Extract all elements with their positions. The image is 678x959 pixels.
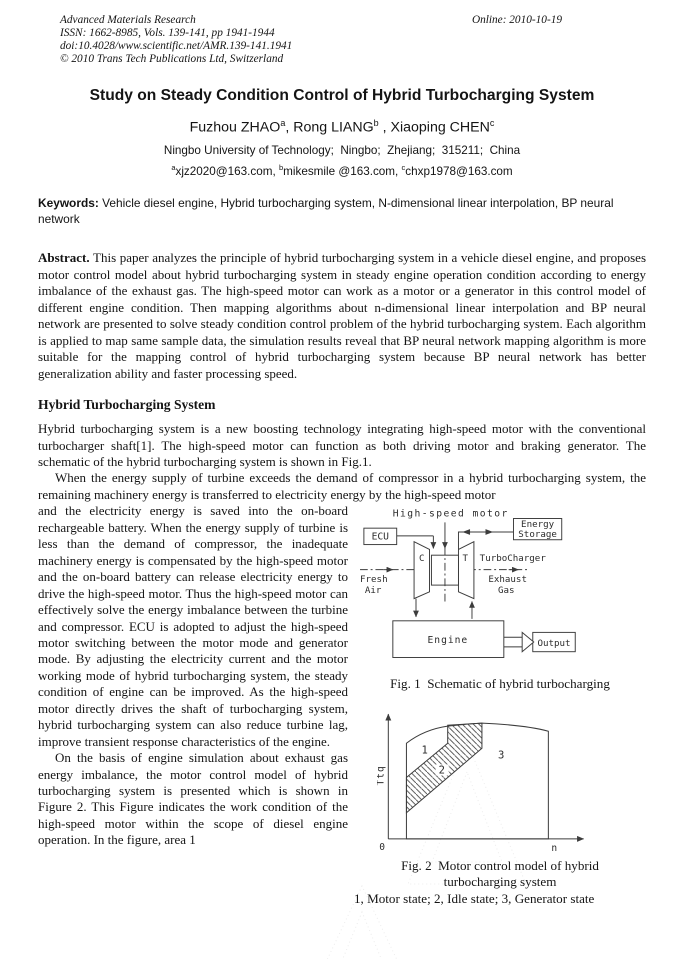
fig2-caption-line1: Fig. 2 Motor control model of hybrid <box>401 858 599 874</box>
fig2-motor-control-model: Ttq 0 n 1 2 3 <box>375 713 585 854</box>
paper-title: Study on Steady Condition Control of Hyb… <box>89 86 595 104</box>
fig1-label-engine: Engine <box>428 635 469 646</box>
fig1-label-turbine: T <box>462 553 468 564</box>
section-paragraph-2: When the energy supply of turbine exceed… <box>38 470 646 502</box>
author-1-sup: a <box>280 117 286 128</box>
journal-front-matter: Advanced Materials Research ISSN: 1662-8… <box>60 14 292 66</box>
fig1-caption: Fig. 1 Schematic of hybrid turbocharging <box>390 676 610 692</box>
author-sep-1: , <box>285 119 294 136</box>
output-arrow-shaft <box>503 637 523 648</box>
section-paragraph-3: On the basis of engine simulation about … <box>38 750 348 848</box>
section-heading: Hybrid Turbocharging System <box>38 397 216 413</box>
fig1-label-ecu: ECU <box>372 532 390 543</box>
journal-doi-line: doi:10.4028/www.scientific.net/AMR.139-1… <box>60 39 293 52</box>
fig1-label-high-speed-motor: High-speed motor <box>393 509 509 520</box>
fig1-label-air: Air <box>365 585 382 596</box>
fig2-y-axis-label: Ttq <box>377 766 386 786</box>
email-1: xjz2020@163.com, <box>175 165 279 179</box>
fig2-area3-label: 3 <box>498 750 504 762</box>
turbine-shape <box>457 541 475 600</box>
email-2-sup: b <box>278 163 284 173</box>
abstract-text: This paper analyzes the principle of hyb… <box>38 250 647 381</box>
output-arrow-head <box>521 631 535 654</box>
fig2-legend: 1, Motor state; 2, Idle state; 3, Genera… <box>354 891 595 907</box>
fig1-label-turbocharger: TurboCharger <box>480 553 547 564</box>
fig1-schematic: High-speed motor ECU Energy Storage C T … <box>360 509 576 659</box>
fig1-label-exhaust: Exhaust <box>488 575 527 586</box>
email-2: mikesmile @163.com, <box>283 165 402 179</box>
engine-box <box>392 620 505 659</box>
fig2-area1-label: 1 <box>422 745 428 757</box>
author-1-name: Fuzhou ZHAO <box>189 119 281 136</box>
section-paragraph-1: Hybrid turbocharging system is a new boo… <box>38 421 646 469</box>
author-2-sup: b <box>373 117 379 128</box>
author-3-sup: c <box>489 117 495 128</box>
fig1-label-output: Output <box>537 638 570 649</box>
compressor-shape <box>413 541 430 600</box>
fig2-caption-line2: turbocharging system <box>443 874 557 890</box>
keywords-label: Keywords: <box>38 196 99 211</box>
author-2-name: Rong LIANG <box>293 119 374 136</box>
fig1-label-fresh: Fresh <box>360 575 388 586</box>
energy-flow-arrow-left <box>462 529 471 536</box>
keywords-text: Vehicle diesel engine, Hybrid turbocharg… <box>38 196 614 226</box>
energy-storage-box <box>512 518 563 541</box>
affiliation: Ningbo University of Technology; Ningbo;… <box>163 144 521 158</box>
fig2-x-axis-label: n <box>551 843 557 853</box>
energy-storage-link <box>457 531 514 550</box>
fig1-label-compressor: C <box>419 553 425 564</box>
fig2-area2-label: 2 <box>439 765 445 777</box>
author-3-name: Xiaoping CHEN <box>390 119 490 136</box>
abstract-label: Abstract. <box>38 250 90 266</box>
figures-column: High-speed motor ECU Energy Storage C T … <box>354 505 646 907</box>
journal-name: Advanced Materials Research <box>60 14 196 26</box>
journal-copyright-line: © 2010 Trans Tech Publications Ltd, Swit… <box>60 52 284 65</box>
online-date: Online: 2010-10-19 <box>471 14 562 26</box>
ecu-box <box>363 528 398 546</box>
email-1-sup: a <box>171 163 176 173</box>
journal-issn-line: ISSN: 1662-8985, Vols. 139-141, pp 1941-… <box>60 26 275 39</box>
email-3-sup: c <box>401 163 406 173</box>
energy-flow-arrow-right <box>485 529 494 536</box>
fig1-label-storage: Storage <box>518 529 557 540</box>
abstract-block: Abstract. This paper analyzes the princi… <box>38 250 646 382</box>
fig2-origin-label: 0 <box>379 842 385 853</box>
fig2-label2-backplate <box>435 764 449 776</box>
journal-header: Advanced Materials Research ISSN: 1662-8… <box>38 14 646 66</box>
fig1-label-gas: Gas <box>498 585 515 596</box>
fig2-wrapper: Ttq 0 n 1 2 3 <box>375 700 646 858</box>
email-3: chxp1978@163.com <box>405 165 513 179</box>
keywords-block: Keywords: Vehicle diesel engine, Hybrid … <box>38 196 646 227</box>
authors-line: Fuzhou ZHAOa, Rong LIANGb , Xiaoping CHE… <box>38 118 646 136</box>
fig1-label-energy: Energy <box>521 520 555 531</box>
section-paragraph-2-continued: and the electricity energy is saved into… <box>38 503 348 749</box>
emails-line: axjz2020@163.com, bmikesmile @163.com, c… <box>38 163 646 178</box>
author-sep-2: , <box>378 119 391 136</box>
